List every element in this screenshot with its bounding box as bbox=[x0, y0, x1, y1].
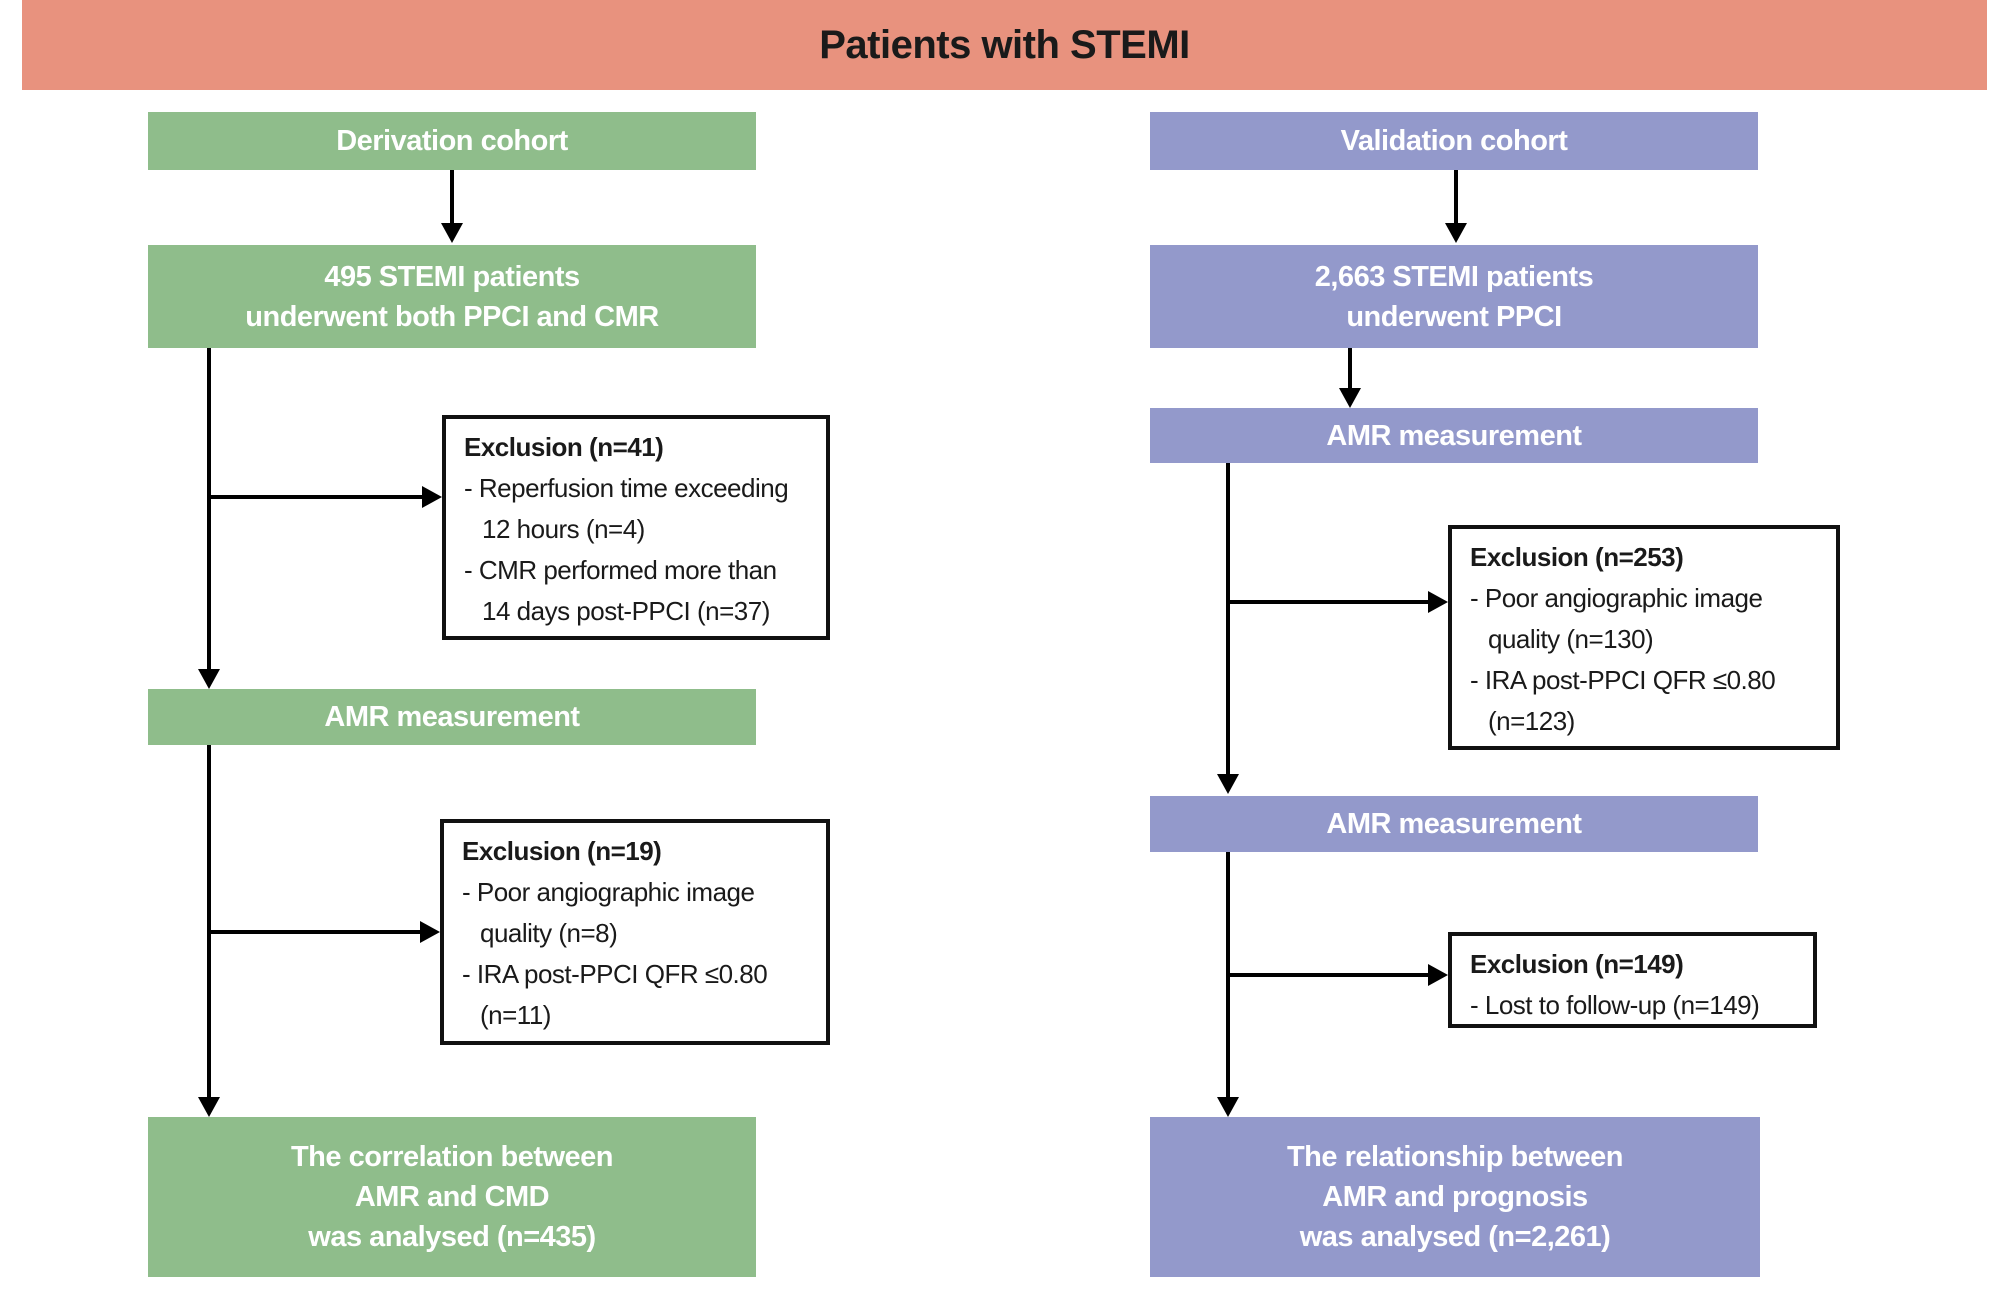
exclusion4-heading: Exclusion (n=149) bbox=[1470, 949, 1684, 979]
validation-outcome-line3: was analysed (n=2,261) bbox=[1299, 1221, 1611, 1253]
derivation-outcome-line3: was analysed (n=435) bbox=[308, 1221, 596, 1253]
exclusion1-heading: Exclusion (n=41) bbox=[464, 432, 664, 462]
validation-amr2-label: AMR measurement bbox=[1326, 808, 1582, 840]
derivation-enrollment-line1: 495 STEMI patients bbox=[324, 260, 580, 293]
validation-amr1-label: AMR measurement bbox=[1326, 419, 1582, 452]
validation-header-label: Validation cohort bbox=[1340, 125, 1568, 157]
validation-arrow-1-head bbox=[1445, 223, 1467, 243]
exclusion2-item2-cont: (n=11) bbox=[480, 1000, 551, 1030]
exclusion2-item1-cont: quality (n=8) bbox=[480, 918, 618, 948]
diagram-title: Patients with STEMI bbox=[819, 22, 1190, 67]
validation-flow-line-1 bbox=[1226, 463, 1230, 774]
exclusion1-item2: - CMR performed more than bbox=[464, 555, 777, 585]
exclusion3-item2-cont: (n=123) bbox=[1488, 706, 1575, 736]
validation-enrollment-line2: underwent PPCI bbox=[1346, 300, 1562, 333]
validation-amr1-box: AMR measurement bbox=[1150, 408, 1758, 463]
derivation-branch-line-2 bbox=[207, 930, 422, 934]
derivation-branch-arrow-1-head bbox=[422, 486, 442, 508]
derivation-exclusion1-box: Exclusion (n=41) - Reperfusion time exce… bbox=[442, 415, 830, 640]
derivation-enrollment-line2: underwent both PPCI and CMR bbox=[245, 300, 659, 333]
validation-exclusion2-box: Exclusion (n=149) - Lost to follow-up (n… bbox=[1448, 932, 1817, 1028]
derivation-outcome-line2: AMR and CMD bbox=[354, 1181, 550, 1213]
derivation-header-box: Derivation cohort bbox=[148, 112, 756, 170]
validation-arrow-2-line bbox=[1348, 348, 1352, 388]
exclusion1-item1-cont: 12 hours (n=4) bbox=[482, 514, 645, 544]
exclusion2-heading: Exclusion (n=19) bbox=[462, 836, 662, 866]
validation-header-box: Validation cohort bbox=[1150, 112, 1758, 170]
validation-branch-arrow-1-head bbox=[1428, 591, 1448, 613]
derivation-arrow-1-head bbox=[441, 223, 463, 243]
derivation-flow-arrow-1-head bbox=[198, 669, 220, 689]
exclusion1-item2-cont: 14 days post-PPCI (n=37) bbox=[482, 596, 770, 626]
derivation-outcome-line1: The correlation between bbox=[290, 1141, 614, 1173]
exclusion4-item1: - Lost to follow-up (n=149) bbox=[1470, 990, 1760, 1020]
title-banner: Patients with STEMI bbox=[22, 0, 1987, 90]
derivation-flow-line-1 bbox=[207, 348, 211, 671]
derivation-amr-label: AMR measurement bbox=[324, 701, 580, 733]
validation-outcome-line1: The relationship between bbox=[1286, 1141, 1624, 1173]
derivation-flow-line-2 bbox=[207, 745, 211, 1097]
derivation-enrollment-box: 495 STEMI patients underwent both PPCI a… bbox=[148, 245, 756, 348]
validation-enrollment-line1: 2,663 STEMI patients bbox=[1314, 260, 1594, 293]
exclusion1-item1: - Reperfusion time exceeding bbox=[464, 473, 789, 503]
derivation-amr-box: AMR measurement bbox=[148, 689, 756, 745]
derivation-arrow-1-line bbox=[450, 170, 454, 223]
validation-amr2-box: AMR measurement bbox=[1150, 796, 1758, 852]
exclusion3-item1: - Poor angiographic image bbox=[1470, 583, 1763, 613]
validation-arrow-1-line bbox=[1454, 170, 1458, 223]
validation-branch-arrow-2-head bbox=[1428, 964, 1448, 986]
derivation-exclusion2-box: Exclusion (n=19) - Poor angiographic ima… bbox=[440, 819, 830, 1045]
exclusion3-heading: Exclusion (n=253) bbox=[1470, 542, 1684, 572]
validation-exclusion1-box: Exclusion (n=253) - Poor angiographic im… bbox=[1448, 525, 1840, 750]
validation-arrow-2-head bbox=[1339, 388, 1361, 408]
exclusion2-item1: - Poor angiographic image bbox=[462, 877, 755, 907]
exclusion2-item2: - IRA post-PPCI QFR ≤0.80 bbox=[462, 959, 768, 989]
derivation-branch-line-1 bbox=[207, 495, 424, 499]
validation-flow-arrow-1-head bbox=[1217, 774, 1239, 794]
derivation-outcome-box: The correlation between AMR and CMD was … bbox=[148, 1117, 756, 1277]
validation-outcome-box: The relationship between AMR and prognos… bbox=[1150, 1117, 1760, 1277]
derivation-flow-arrow-2-head bbox=[198, 1097, 220, 1117]
validation-outcome-line2: AMR and prognosis bbox=[1322, 1181, 1588, 1213]
validation-flow-arrow-2-head bbox=[1217, 1097, 1239, 1117]
derivation-branch-arrow-2-head bbox=[420, 921, 440, 943]
exclusion3-item2: - IRA post-PPCI QFR ≤0.80 bbox=[1470, 665, 1776, 695]
validation-branch-line-2 bbox=[1226, 973, 1430, 977]
exclusion3-item1-cont: quality (n=130) bbox=[1488, 624, 1654, 654]
validation-branch-line-1 bbox=[1226, 600, 1430, 604]
validation-enrollment-box: 2,663 STEMI patients underwent PPCI bbox=[1150, 245, 1758, 348]
derivation-header-label: Derivation cohort bbox=[336, 125, 568, 157]
